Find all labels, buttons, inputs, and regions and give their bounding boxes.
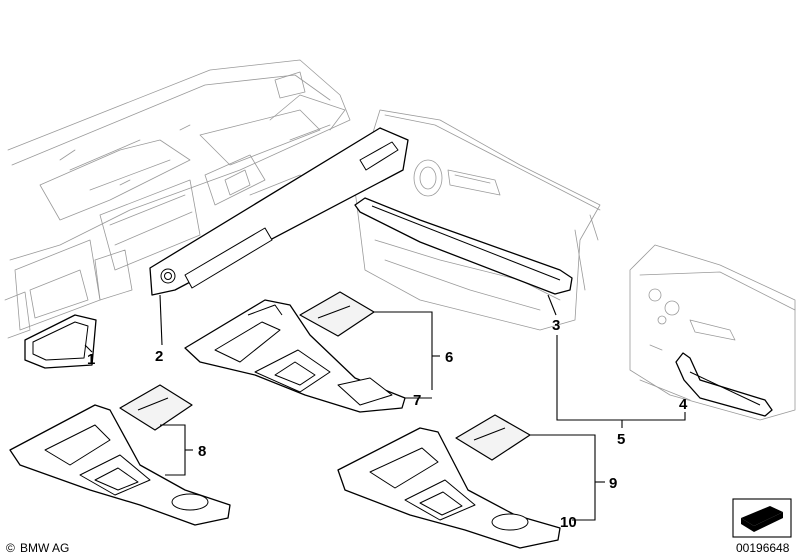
footer: © BMW AG 00196648 — [6, 541, 790, 555]
leader-lines — [84, 294, 686, 521]
callout-8: 8 — [198, 443, 206, 460]
callout-7: 7 — [413, 392, 421, 409]
diagram-number: 00196648 — [736, 541, 790, 555]
part-3-front-door-trim — [354, 197, 573, 295]
part-2-dash-strip — [149, 127, 409, 296]
front-door-ghost — [354, 109, 601, 331]
callout-9: 9 — [609, 475, 617, 492]
callout-4: 4 — [679, 396, 688, 413]
part-6-cover — [299, 291, 375, 337]
callout-1: 1 — [87, 351, 95, 368]
parts-set-icon — [732, 498, 792, 538]
callout-10: 10 — [560, 514, 577, 531]
rear-door-ghost — [629, 244, 796, 421]
part-8-cover — [119, 384, 193, 431]
dashboard-ghost — [4, 59, 351, 339]
part-8-center-console-trim — [9, 404, 231, 526]
callouts: 1 2 3 4 5 6 7 8 9 10 — [87, 317, 688, 531]
part-9-cover — [455, 414, 531, 461]
part-4-rear-door-trim — [675, 352, 773, 417]
callout-3: 3 — [552, 317, 560, 334]
callout-5: 5 — [617, 431, 625, 448]
callout-2: 2 — [155, 348, 163, 365]
part-9-center-console-trim — [337, 427, 561, 549]
callout-6: 6 — [445, 349, 453, 366]
brand-label: BMW AG — [20, 541, 69, 555]
copyright-symbol: © — [6, 541, 15, 555]
part-1-trim — [24, 314, 97, 369]
part-6-center-console-trim — [184, 299, 406, 413]
